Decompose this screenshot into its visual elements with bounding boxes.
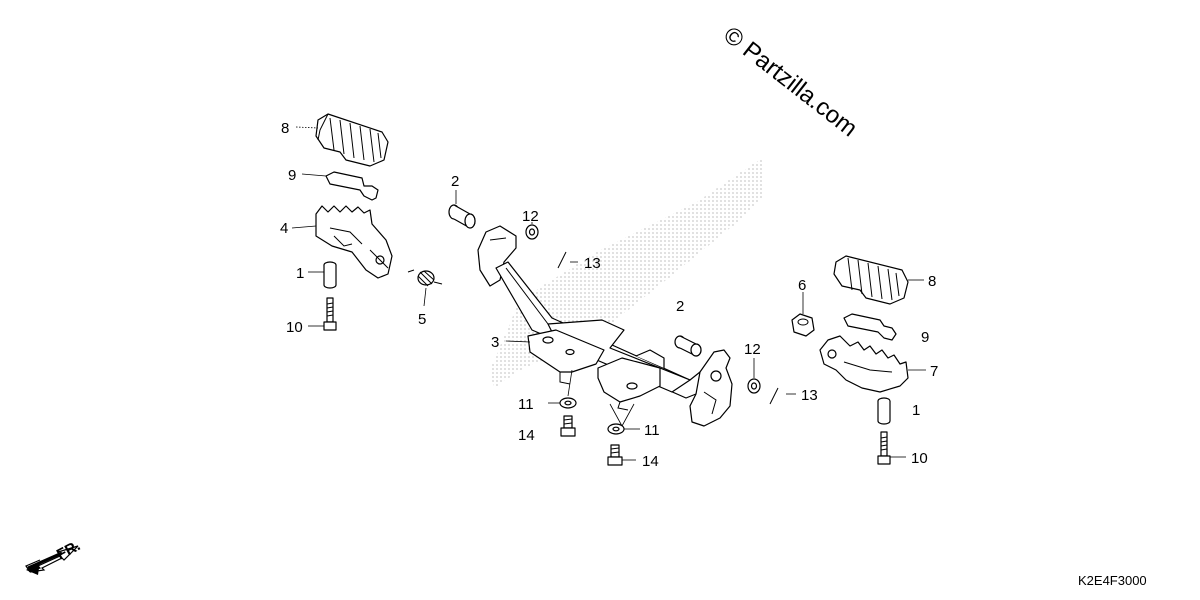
bolt-right-icon[interactable] xyxy=(877,431,891,465)
callout-10-right[interactable]: 10 xyxy=(911,450,928,467)
washer-12-right-icon[interactable] xyxy=(747,378,761,394)
callout-12-right[interactable]: 12 xyxy=(744,341,761,358)
callout-13-right[interactable]: 13 xyxy=(801,387,818,404)
callout-11-right[interactable]: 11 xyxy=(644,422,660,439)
diagram-code: K2E4F3000 xyxy=(1078,573,1147,588)
washer-11-left-icon[interactable] xyxy=(559,397,577,409)
callout-14-right[interactable]: 14 xyxy=(642,453,659,470)
callout-14-left[interactable]: 14 xyxy=(518,427,535,444)
footpeg-plate-right-icon[interactable] xyxy=(843,313,897,341)
callout-8-right[interactable]: 8 xyxy=(928,273,936,290)
washer-12-top-icon[interactable] xyxy=(525,224,539,240)
bolt-14-left-icon[interactable] xyxy=(560,415,576,437)
callout-7[interactable]: 7 xyxy=(930,363,938,380)
step-bar-icon[interactable] xyxy=(477,225,733,427)
collar-left-icon[interactable] xyxy=(323,261,337,289)
callout-6[interactable]: 6 xyxy=(798,277,806,294)
callout-1-right[interactable]: 1 xyxy=(912,402,920,419)
bolt-14-right-icon[interactable] xyxy=(607,444,623,466)
watermark: © Partzilla.com xyxy=(718,21,862,142)
footpeg-rubber-right-icon[interactable] xyxy=(833,255,909,305)
front-arrow-icon xyxy=(25,545,79,575)
collar-right-icon[interactable] xyxy=(877,397,891,425)
callout-1-left[interactable]: 1 xyxy=(296,265,304,282)
callout-10-left[interactable]: 10 xyxy=(286,319,303,336)
callout-12-top[interactable]: 12 xyxy=(522,208,539,225)
return-spring-icon[interactable] xyxy=(407,269,443,287)
footpeg-rubber-icon[interactable] xyxy=(315,113,389,167)
callout-4[interactable]: 4 xyxy=(280,220,288,237)
callout-9-left[interactable]: 9 xyxy=(288,167,296,184)
collar-6-icon[interactable] xyxy=(791,313,815,337)
cotter-pin-top-icon[interactable] xyxy=(557,251,567,269)
callout-9-right[interactable]: 9 xyxy=(921,329,929,346)
callouts: 8 9 4 1 10 5 2 12 13 2 3 11 14 11 14 12 … xyxy=(280,120,938,470)
callout-11-left[interactable]: 11 xyxy=(518,396,534,413)
callout-5[interactable]: 5 xyxy=(418,311,426,328)
pivot-pin-right-icon[interactable] xyxy=(674,335,702,357)
footpeg-bracket-right-icon[interactable] xyxy=(819,335,909,393)
callout-2-top[interactable]: 2 xyxy=(451,173,459,190)
callout-13-top[interactable]: 13 xyxy=(584,255,601,272)
callout-8-left[interactable]: 8 xyxy=(281,120,289,137)
callout-3[interactable]: 3 xyxy=(491,334,499,351)
pivot-pin-top-icon[interactable] xyxy=(448,204,476,229)
footpeg-bracket-icon[interactable] xyxy=(315,205,393,279)
leader-lines xyxy=(291,126,926,461)
cotter-pin-right-icon[interactable] xyxy=(769,387,779,405)
footpeg-plate-icon[interactable] xyxy=(325,171,379,201)
bolt-left-icon[interactable] xyxy=(323,297,337,331)
callout-2-mid[interactable]: 2 xyxy=(676,298,684,315)
